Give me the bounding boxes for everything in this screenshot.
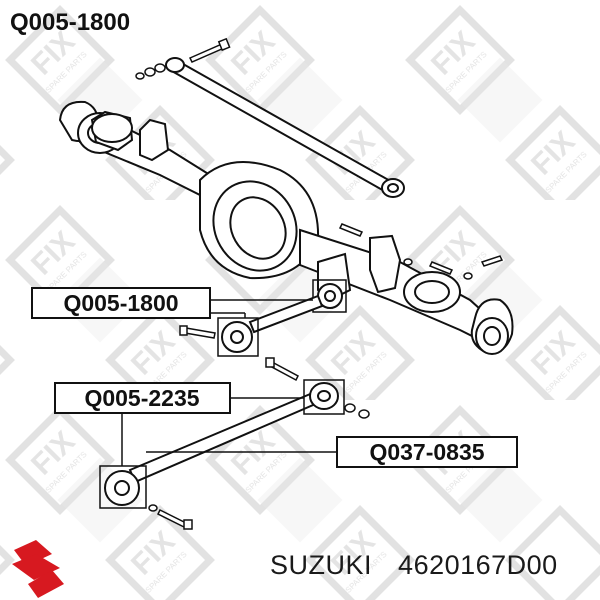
suzuki-logo [12, 540, 64, 598]
label-upper-text: Q005-1800 [63, 290, 178, 316]
arm-bolt [179, 325, 216, 339]
upper-control-arm [248, 294, 324, 334]
lower-arm-hardware [148, 357, 370, 530]
axle-housing [58, 100, 514, 355]
bushing-upper-housing [312, 279, 347, 313]
upper-rod [165, 57, 405, 198]
bushing-lower-rear [99, 465, 147, 509]
header-part-number: Q005-1800 [10, 9, 130, 36]
footer-brand: SUZUKI [270, 550, 373, 580]
housing-bolts [338, 223, 504, 280]
bushing-upper-arm [217, 317, 259, 357]
label-upper: Q005-1800 [31, 287, 211, 319]
footer-oem-number: 4620167D00 [398, 550, 558, 580]
leader-lines [121, 299, 337, 466]
label-lower: Q037-0835 [336, 436, 518, 468]
footer-oem: SUZUKI 4620167D00 [270, 550, 595, 590]
rod-bolts [135, 37, 231, 80]
label-lower-text: Q037-0835 [369, 439, 484, 465]
label-middle-text: Q005-2235 [84, 385, 199, 411]
bushing-lower-front [303, 379, 345, 415]
label-middle: Q005-2235 [54, 382, 231, 414]
